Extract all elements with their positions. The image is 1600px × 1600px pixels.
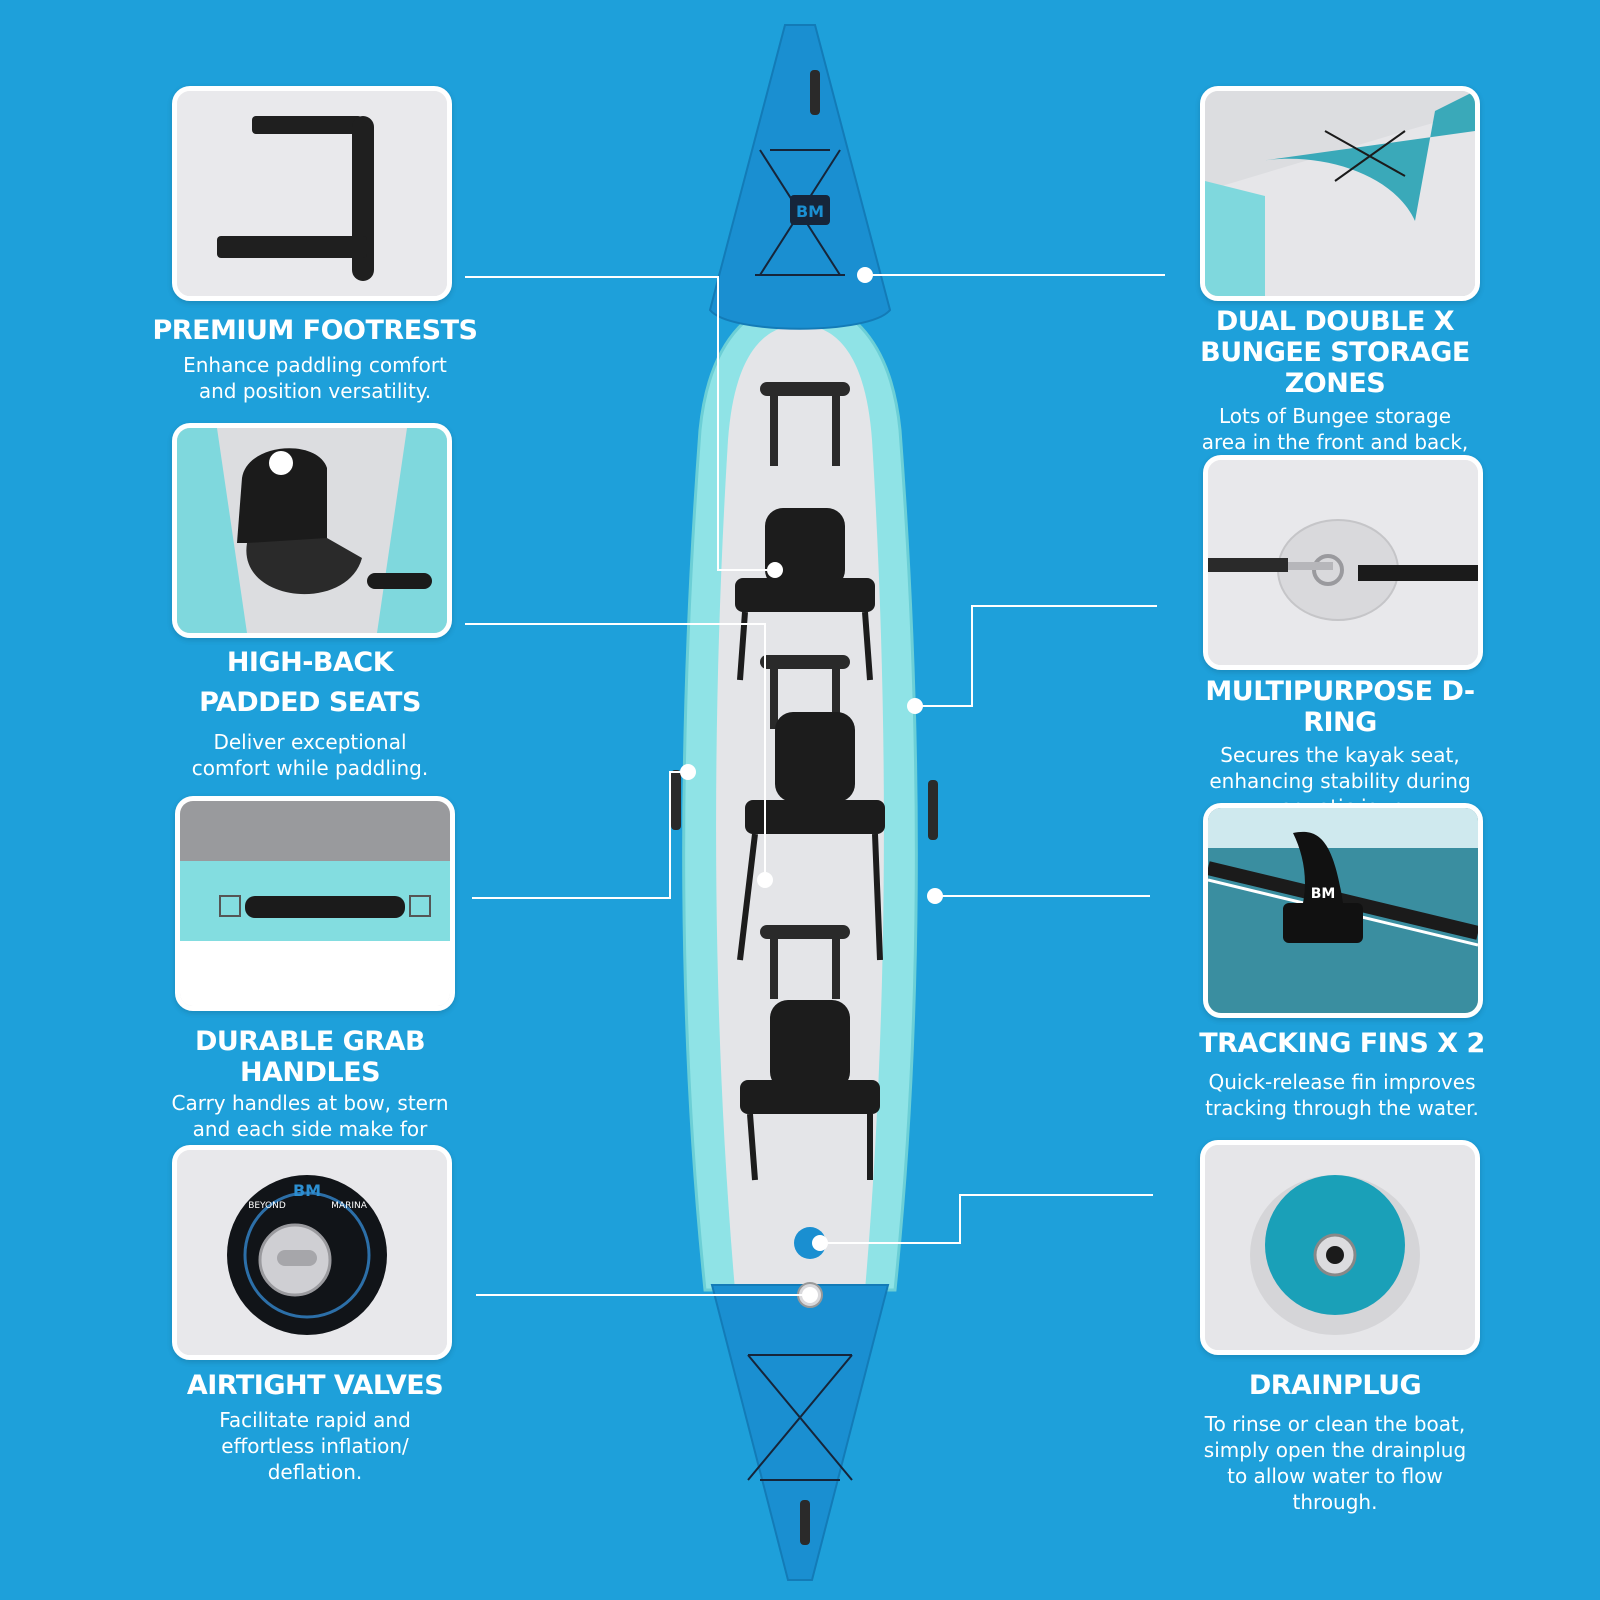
feature-footrests: PREMIUM FOOTRESTS Enhance paddling comfo… [150,315,480,404]
seat-photo [172,423,452,638]
connector-footrests [465,276,775,571]
feature-description: Deliver exceptional comfort while paddli… [191,730,429,780]
kayak-drainplug [794,1227,826,1259]
footrest-photo-icon [177,91,447,296]
kayak-stern-deck [710,1284,890,1581]
left-side-handle [671,770,681,830]
seat-1 [735,508,875,681]
connector-d-ring [915,605,1157,707]
stern-handle [800,1500,810,1545]
valve-label-marina: MARINA [331,1201,368,1211]
seat-2 [737,712,885,961]
drainplug-photo [1200,1140,1480,1355]
feature-description: Quick-release fin improves tracking thro… [1205,1070,1479,1120]
footrest-3 [760,925,850,999]
feature-title: HIGH-BACK PADDED SEATS [199,647,421,718]
valve-brand: BM [293,1181,321,1200]
connector-seats [465,623,766,880]
fin-photo-icon: BM [1208,808,1478,1013]
d-ring-photo [1203,455,1483,670]
feature-seats: HIGH-BACK PADDED SEATS Deliver exception… [145,643,475,781]
feature-title: DRAINPLUG [1248,1370,1422,1401]
feature-description: Enhance paddling comfort and position ve… [183,353,447,403]
kayak-logo-patch [790,195,830,225]
seat-3 [740,1000,880,1181]
feature-title: DURABLE GRAB HANDLES [194,1026,426,1088]
valve-label-beyond: BEYOND [248,1201,286,1211]
feature-grab-handles: DURABLE GRAB HANDLES Carry handles at bo… [145,1026,475,1168]
feature-drainplug: DRAINPLUG To rinse or clean the boat, si… [1170,1370,1500,1515]
connector-grab-handles [472,771,688,899]
feature-title: DUAL DOUBLE X BUNGEE STORAGE ZONES [1200,306,1470,399]
feature-title: AIRTIGHT VALVES [186,1370,444,1401]
footrest-1 [760,382,850,466]
d-ring-photo-icon [1208,460,1478,665]
bow-handle [810,70,820,115]
feature-fins: TRACKING FINS X 2 Quick-release fin impr… [1177,1028,1507,1121]
footrest-2 [760,655,850,729]
feature-d-ring: MULTIPURPOSE D-RING Secures the kayak se… [1175,676,1505,820]
feature-title: PREMIUM FOOTRESTS [152,315,478,346]
seat-photo-icon [177,428,447,633]
feature-description: To rinse or clean the boat, simply open … [1203,1412,1467,1514]
footrest-photo [172,86,452,301]
feature-description: Facilitate rapid and effortless inflatio… [219,1408,411,1484]
valve-photo: BM BEYOND MARINA [172,1145,452,1360]
grab-handle-photo [175,796,455,1011]
grab-handle-photo-icon [180,801,450,1006]
connector-drainplug [820,1194,1153,1244]
bungee-photo-icon [1205,91,1475,296]
bungee-photo [1200,86,1480,301]
right-side-handle [928,780,938,840]
kayak-logo: BM [796,202,824,221]
valve-photo-icon: BM BEYOND MARINA [177,1150,447,1355]
stern-bungee-cords [747,1354,853,1481]
fin-logo: BM [1311,886,1336,902]
feature-valves: AIRTIGHT VALVES Facilitate rapid and eff… [150,1370,480,1485]
drainplug-photo-icon [1205,1145,1475,1350]
fin-photo: BM [1203,803,1483,1018]
feature-title: MULTIPURPOSE D-RING [1205,676,1475,738]
feature-title: TRACKING FINS X 2 [1199,1028,1485,1059]
